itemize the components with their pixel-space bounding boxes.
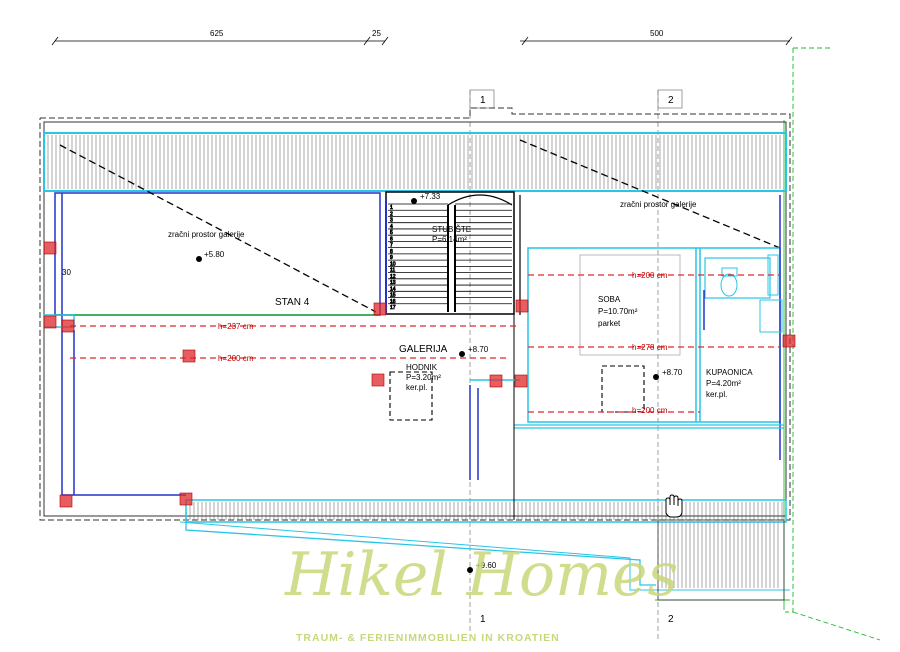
roof-bottom-band: [185, 499, 787, 523]
label-soba-area: P=10.70m²: [598, 307, 638, 316]
column: [371, 373, 385, 387]
label-stairs: STUBIŠTE: [432, 225, 471, 234]
dimension-625: 625: [210, 29, 224, 38]
axis-2-top: 2: [668, 95, 674, 106]
watermark-tagline: TRAUM- & FERIENIMMOBILIEN IN KROATIEN: [296, 632, 560, 644]
height-label-4: h=278 cm: [632, 343, 668, 352]
column: [179, 492, 193, 506]
label-kupaonica: KUPAONICA: [706, 368, 753, 377]
hand-cursor-icon: [665, 494, 683, 518]
gallery-void-right-diagonal: [519, 139, 781, 249]
dimension-line: [51, 36, 793, 46]
label-hodnik-area: P=3.20m²: [406, 373, 441, 382]
stair-step-number: 3: [390, 218, 393, 224]
stair-step-number: 15: [390, 293, 396, 299]
columns: [43, 241, 796, 508]
stair-step-number: 7: [390, 243, 393, 249]
left-wall: [43, 193, 186, 496]
dimension-25: 25: [372, 29, 381, 38]
label-stan: STAN 4: [275, 297, 310, 308]
column: [59, 494, 73, 508]
stair-step-number: 9: [390, 255, 393, 261]
column: [514, 374, 528, 388]
column: [515, 299, 529, 313]
stair-step-number: 5: [390, 230, 393, 236]
height-label-2: h=200 cm: [218, 354, 254, 363]
level-bottom: +9.60: [476, 561, 497, 570]
right-rooms: [469, 195, 784, 520]
stair-step-number: 11: [390, 268, 395, 274]
label-stairs-area: P=6.14m²: [432, 235, 467, 244]
small-dimension-30: 30: [62, 268, 71, 277]
label-soba-floor: parket: [598, 319, 621, 328]
column: [61, 319, 75, 333]
label-gallery-space-right: zračni prostor galerije: [620, 200, 697, 209]
site-boundary: [655, 47, 881, 641]
height-label-1: h=237 cm: [218, 322, 254, 331]
axis-1-bottom: 1: [480, 614, 486, 625]
dimension-500: 500: [650, 29, 664, 38]
stair-step-number: 12: [390, 274, 396, 280]
stair-step-number: 16: [390, 299, 396, 305]
column: [782, 334, 796, 348]
level-kupaonica: +8.70: [662, 368, 683, 377]
level-galerija: +8.70: [468, 345, 489, 354]
label-soba: SOBA: [598, 295, 621, 304]
stair-step-number: 17: [390, 305, 396, 311]
height-lines: [70, 274, 780, 413]
stair-step-number: 13: [390, 280, 396, 286]
roof-top-band: [43, 132, 787, 192]
stair-step-number: 2: [390, 211, 393, 217]
column: [489, 374, 503, 388]
stair-step-number: 6: [390, 236, 393, 242]
column: [182, 349, 196, 363]
stair-step-number: 8: [390, 249, 393, 255]
stair-step-number: 10: [390, 261, 396, 267]
column: [43, 241, 57, 255]
watermark-logo: Hikel Homes: [284, 540, 678, 610]
label-hodnik-floor: ker.pl.: [406, 383, 427, 392]
level-top: +7.33: [420, 192, 441, 201]
axis-2-bottom: 2: [668, 614, 674, 625]
level-markers: [196, 198, 659, 573]
terrace: [179, 512, 790, 601]
label-galerija: GALERIJA: [399, 344, 448, 355]
label-hodnik: HODNIK: [406, 363, 438, 372]
label-kupaonica-floor: ker.pl.: [706, 390, 727, 399]
stair-step-number: 14: [390, 286, 396, 292]
level-left: +5.80: [204, 250, 225, 259]
height-label-3: h=200 cm: [632, 271, 668, 280]
column: [43, 315, 57, 329]
label-gallery-space-left: zračni prostor galerije: [168, 230, 245, 239]
stair-step-number: 1: [390, 205, 393, 211]
column: [373, 302, 387, 316]
axis-1-top: 1: [480, 95, 486, 106]
stair-step-number: 4: [390, 224, 393, 230]
label-kupaonica-area: P=4.20m²: [706, 379, 741, 388]
height-label-5: h=200 cm: [632, 406, 668, 415]
